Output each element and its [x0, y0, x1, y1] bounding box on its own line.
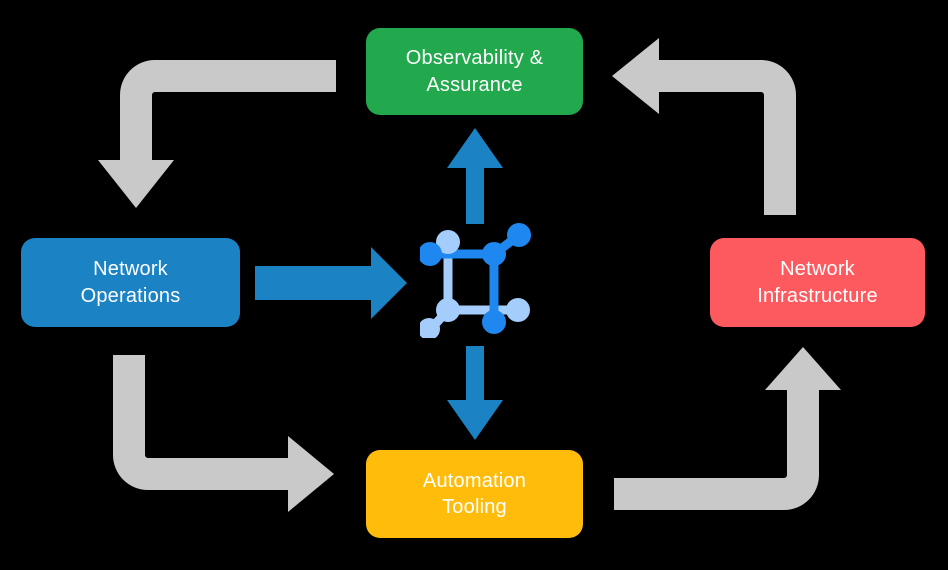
node-box-automation-tooling[interactable]: Automation Tooling: [366, 450, 583, 538]
arrow-infrastructure-to-observability: [612, 38, 796, 215]
node-box-network-infrastructure[interactable]: Network Infrastructure: [710, 238, 925, 327]
arrow-operations-to-center: [255, 247, 407, 319]
arrow-center-to-automation: [447, 346, 503, 440]
node-box-network-operations-label: Network Operations: [80, 258, 181, 307]
node-box-network-infrastructure-label: Network Infrastructure: [757, 258, 878, 307]
node-box-observability[interactable]: Observability & Assurance: [366, 28, 583, 115]
node-box-automation-tooling-label: Automation Tooling: [422, 469, 527, 518]
arrow-observability-to-operations: [98, 60, 336, 208]
arrow-center-to-observability: [447, 128, 503, 224]
node-box-observability-label: Observability & Assurance: [405, 47, 544, 96]
arrow-operations-to-automation: [113, 355, 334, 512]
node-box-network-operations[interactable]: Network Operations: [21, 238, 240, 327]
arrow-automation-to-infrastructure: [614, 347, 841, 510]
network-topology-icon: [420, 223, 531, 338]
